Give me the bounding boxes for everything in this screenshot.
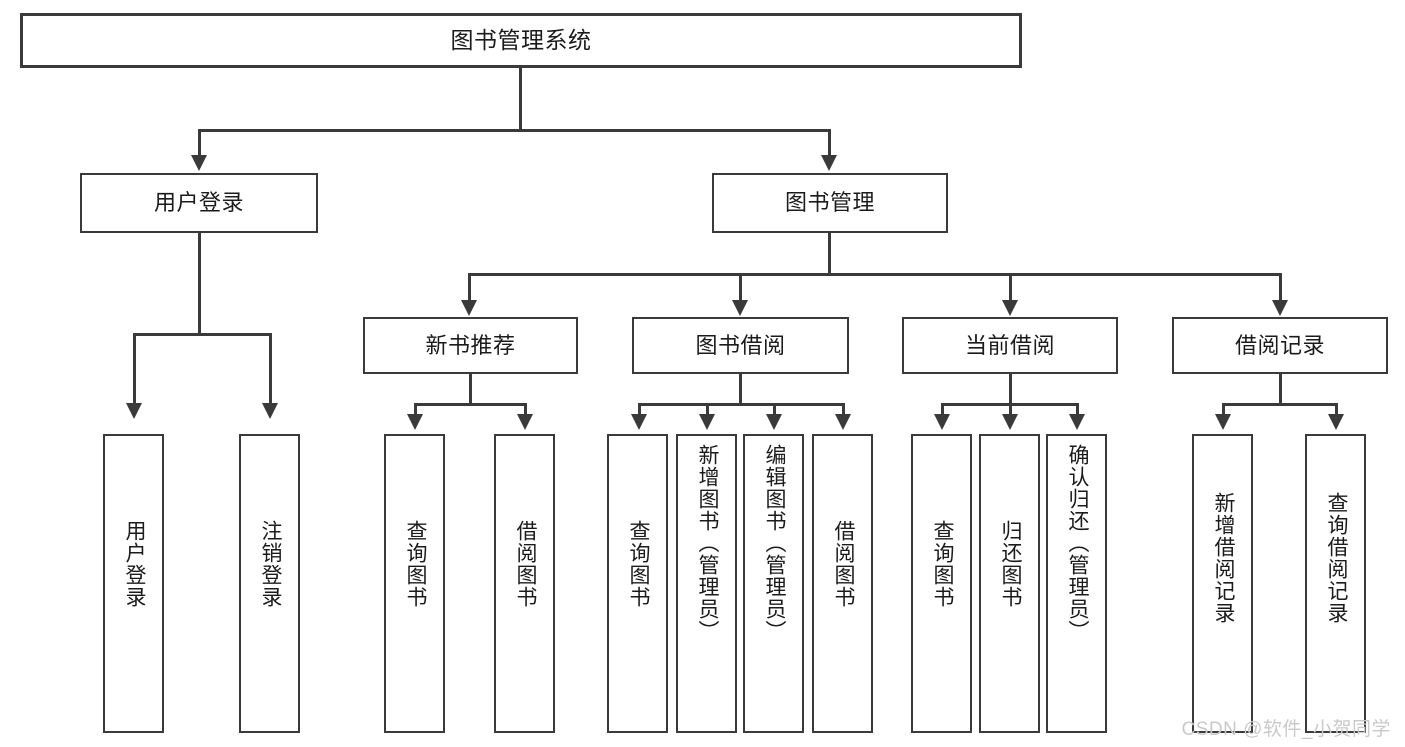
connector-user-login-bus (133, 333, 271, 336)
connector-user-login-stem (198, 233, 201, 334)
connector-current-borrow-b1 (941, 403, 944, 417)
connector-root-bus (198, 129, 831, 132)
arrow-to-leaf-borrow-book-1 (517, 414, 533, 430)
leaf-label: 查询图书 (403, 520, 427, 608)
leaf-label: 借阅图书 (513, 520, 537, 608)
node-book-borrow[interactable]: 图书借阅 (632, 317, 849, 374)
leaf-edit-book[interactable]: 编辑图书（管理员） (743, 434, 804, 733)
leaf-borrow-book[interactable]: 借阅图书 (812, 434, 873, 733)
leaf-label: 新增借阅记录 (1211, 492, 1235, 624)
connector-book-borrow-b3 (773, 403, 776, 417)
leaf-query-book-current[interactable]: 查询图书 (911, 434, 972, 733)
arrow-to-current-borrow (1002, 300, 1018, 316)
connector-book-borrow-bus (638, 403, 844, 406)
leaf-label: 借阅图书 (831, 520, 855, 608)
leaf-label: 注销登录 (258, 520, 282, 608)
connector-to-new-book (468, 273, 471, 302)
arrow-to-leaf-add-record (1215, 414, 1231, 430)
arrow-to-leaf-borrow-book-2 (835, 414, 851, 430)
leaf-label: 查询图书 (930, 520, 954, 608)
watermark-text: CSDN @软件_小贺同学 (1181, 719, 1391, 740)
arrow-to-leaf-return-book (1002, 414, 1018, 430)
connector-book-manage-stem (828, 233, 831, 275)
node-root-system[interactable]: 图书管理系统 (20, 13, 1022, 68)
leaf-add-book[interactable]: 新增图书（管理员） (676, 434, 737, 733)
node-label: 用户登录 (153, 190, 244, 216)
leaf-label: 新增图书（管理员） (695, 444, 719, 642)
connector-root-to-user-login (198, 129, 201, 157)
connector-new-book-left (414, 403, 417, 417)
arrow-to-leaf-query-record (1328, 414, 1344, 430)
leaf-confirm-return[interactable]: 确认归还（管理员） (1046, 434, 1107, 733)
node-label: 新书推荐 (425, 332, 516, 358)
connector-user-login-left (133, 333, 136, 405)
arrow-to-leaf-query-book-1 (407, 414, 423, 430)
connector-borrow-record-bus (1222, 403, 1337, 406)
leaf-query-book-borrow[interactable]: 查询图书 (607, 434, 668, 733)
connector-borrow-record-left (1222, 403, 1225, 417)
connector-root-to-book-manage (828, 129, 831, 157)
connector-to-borrow-record (1279, 273, 1282, 302)
arrow-to-new-book (461, 300, 477, 316)
connector-to-book-borrow (739, 273, 742, 302)
connector-book-borrow-stem (739, 374, 742, 405)
connector-book-borrow-b1 (638, 403, 641, 417)
node-user-login[interactable]: 用户登录 (80, 173, 318, 233)
arrow-to-leaf-confirm-return (1069, 414, 1085, 430)
connector-new-book-right (524, 403, 527, 417)
arrow-to-leaf-query-book-3 (934, 414, 950, 430)
connector-current-borrow-b3 (1076, 403, 1079, 417)
node-label: 当前借阅 (964, 332, 1055, 358)
arrow-to-leaf-edit-book (766, 414, 782, 430)
arrow-to-leaf-logout (262, 403, 278, 419)
leaf-logout[interactable]: 注销登录 (239, 434, 300, 733)
arrow-to-user-login (191, 155, 207, 171)
connector-user-login-right (269, 333, 272, 405)
arrow-to-book-borrow (732, 300, 748, 316)
leaf-label: 归还图书 (998, 520, 1022, 608)
connector-root-stem (519, 68, 522, 130)
leaf-label: 用户登录 (122, 520, 146, 608)
connector-level3-bus (468, 273, 1282, 276)
connector-book-borrow-b4 (842, 403, 845, 417)
leaf-query-borrow-record[interactable]: 查询借阅记录 (1305, 434, 1366, 733)
leaf-label: 编辑图书（管理员） (762, 444, 786, 642)
node-book-management[interactable]: 图书管理 (712, 173, 948, 233)
node-new-book-recommend[interactable]: 新书推荐 (363, 317, 578, 374)
leaf-return-book[interactable]: 归还图书 (979, 434, 1040, 733)
leaf-query-book-recommend[interactable]: 查询图书 (384, 434, 445, 733)
arrow-to-borrow-record (1272, 300, 1288, 316)
arrow-to-leaf-add-book (699, 414, 715, 430)
connector-new-book-bus (414, 403, 526, 406)
leaf-label: 查询图书 (626, 520, 650, 608)
leaf-label: 查询借阅记录 (1324, 492, 1348, 624)
connector-current-borrow-stem (1009, 374, 1012, 405)
connector-borrow-record-right (1335, 403, 1338, 417)
leaf-label: 确认归还（管理员） (1065, 444, 1089, 642)
node-label: 图书管理 (784, 190, 875, 216)
connector-new-book-stem (469, 374, 472, 405)
node-borrow-record[interactable]: 借阅记录 (1172, 317, 1388, 374)
arrow-to-leaf-user-login (126, 403, 142, 419)
connector-book-borrow-b2 (706, 403, 709, 417)
arrow-to-book-manage (821, 155, 837, 171)
node-label: 借阅记录 (1234, 332, 1325, 358)
arrow-to-leaf-query-book-2 (631, 414, 647, 430)
node-label: 图书管理系统 (450, 27, 592, 54)
connector-to-current-borrow (1009, 273, 1012, 302)
leaf-add-borrow-record[interactable]: 新增借阅记录 (1192, 434, 1253, 733)
leaf-user-login[interactable]: 用户登录 (103, 434, 164, 733)
connector-current-borrow-b2 (1009, 403, 1012, 417)
connector-borrow-record-stem (1279, 374, 1282, 405)
node-current-borrow[interactable]: 当前借阅 (902, 317, 1118, 374)
node-label: 图书借阅 (695, 332, 786, 358)
leaf-borrow-book-recommend[interactable]: 借阅图书 (494, 434, 555, 733)
